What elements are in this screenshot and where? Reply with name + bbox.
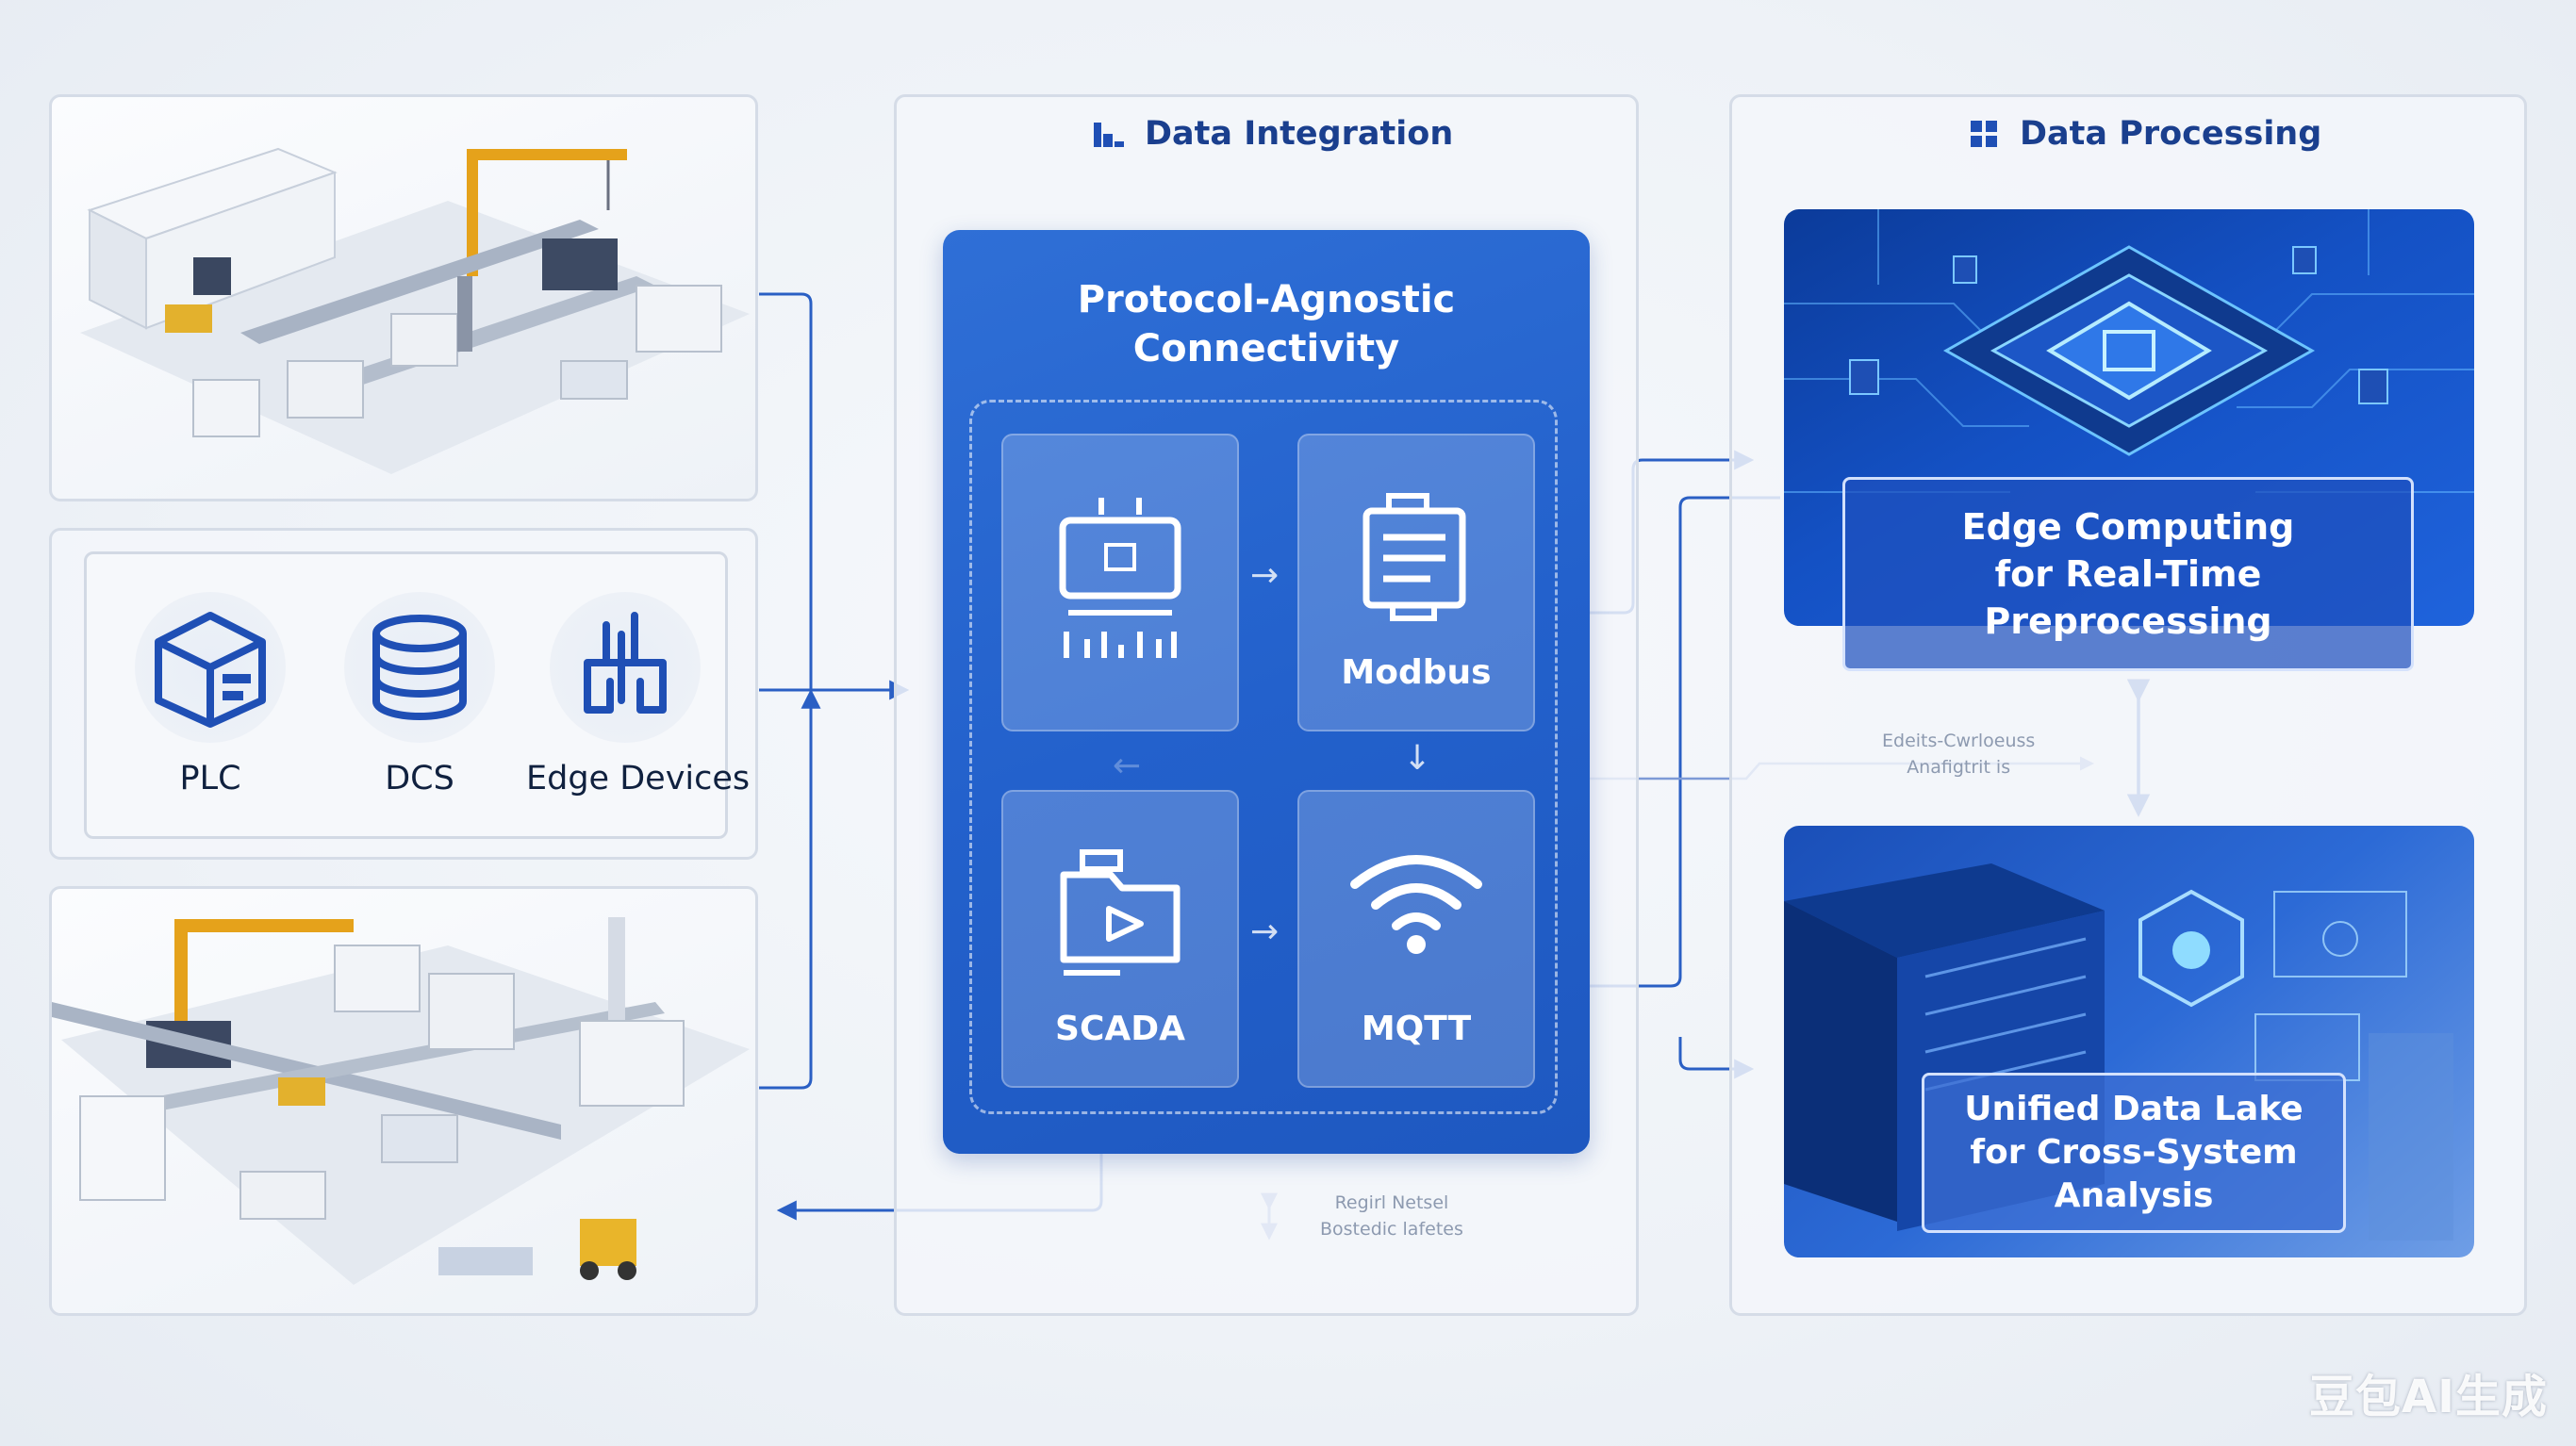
arrow-right-icon: → <box>1250 556 1280 595</box>
protocol-tile-mqtt[interactable]: MQTT <box>1297 790 1535 1088</box>
device-label: PLC <box>179 760 241 797</box>
edge-computing-label: Edge Computing for Real-Time Preprocessi… <box>1842 477 2414 671</box>
devices-inner-box: PLC DCS Edge Devices <box>84 551 751 839</box>
connectivity-title: Protocol-Agnostic Connectivity <box>1077 278 1456 370</box>
section-title: Data Processing <box>2020 115 2322 153</box>
monitor-icon <box>1059 498 1181 658</box>
arrow-down-icon: ↓ <box>1403 739 1432 778</box>
data-processing-header: Data Processing <box>1967 115 2321 153</box>
arrow-right-icon: → <box>1250 912 1280 951</box>
protocol-label: Modbus <box>1341 653 1492 692</box>
integration-note: Regirl Netsel Bostedic lafetes <box>1320 1192 1463 1240</box>
factory-top-image <box>49 94 758 501</box>
watermark: 豆包AI生成 <box>2308 1371 2548 1423</box>
factory-bottom-image <box>49 886 758 1316</box>
arrow-left-icon: ← <box>1113 747 1142 785</box>
protocol-label: MQTT <box>1361 1010 1472 1048</box>
device-plc[interactable]: PLC <box>121 592 300 797</box>
protocol-group <box>969 400 1558 1114</box>
folder-play-icon <box>1060 849 1181 976</box>
wifi-icon <box>1350 855 1482 954</box>
bar-chart-icon <box>1094 123 1124 147</box>
server-icon <box>1362 493 1466 621</box>
data-lake-label: Unified Data Lake for Cross-System Analy… <box>1922 1073 2346 1233</box>
device-label: Edge Devices <box>526 760 751 797</box>
section-title: Data Integration <box>1145 115 1454 153</box>
protocol-connectivity-card: Protocol-Agnostic Connectivity Modbus <box>943 230 1590 1154</box>
protocol-label: SCADA <box>1055 1010 1185 1048</box>
device-label: DCS <box>385 760 454 797</box>
grid-blocks-icon <box>1971 121 1997 147</box>
processing-note: Edeits-Cwrloeuss Anafigtrit is <box>1882 731 2036 778</box>
protocol-tile-monitor[interactable] <box>1001 434 1239 731</box>
protocol-tile-scada[interactable]: SCADA <box>1001 790 1239 1088</box>
device-dcs[interactable]: DCS <box>330 592 509 797</box>
box-icon <box>155 612 266 728</box>
circuit-icon <box>584 612 667 714</box>
protocol-tile-modbus[interactable]: Modbus <box>1297 434 1535 731</box>
data-integration-header: Data Integration <box>1092 115 1453 153</box>
device-edge-devices[interactable]: Edge Devices <box>526 592 751 797</box>
database-icon <box>372 615 467 721</box>
devices-panel: PLC DCS Edge Devices <box>49 528 758 860</box>
